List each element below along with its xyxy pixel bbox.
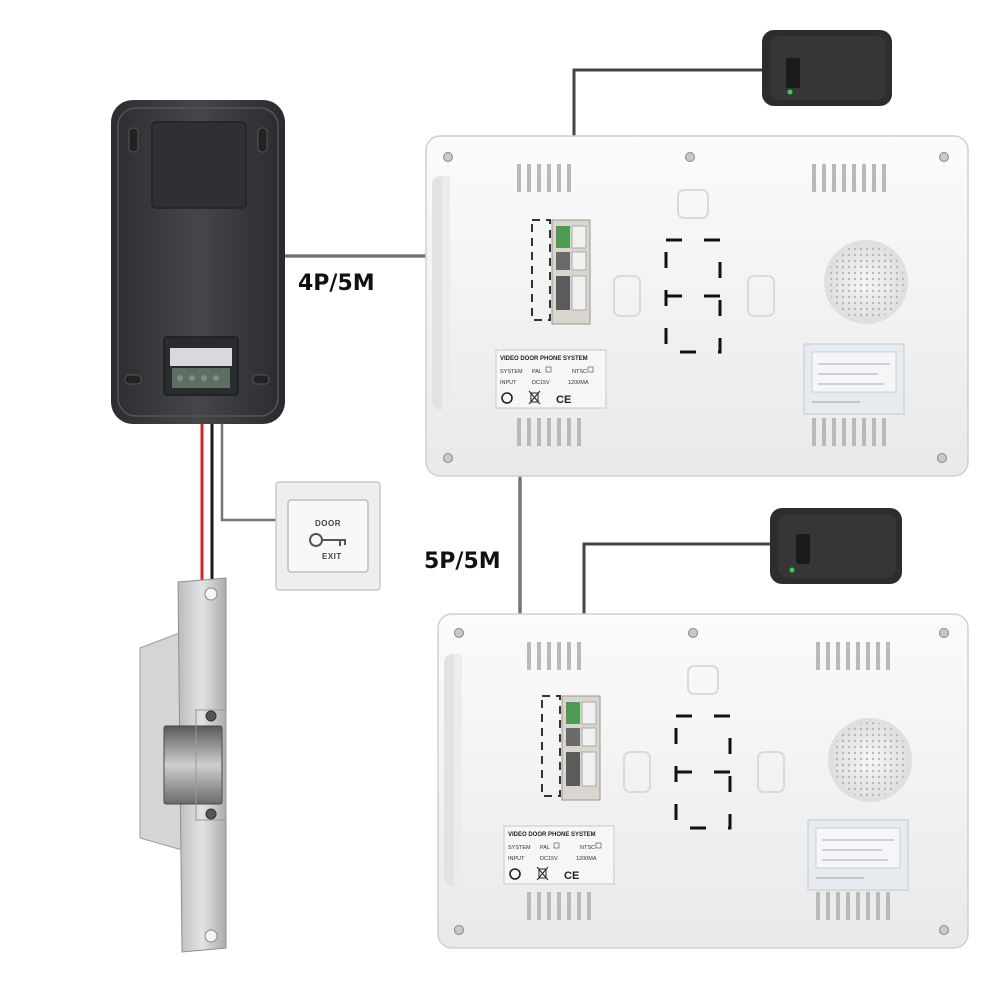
spec-label-title: VIDEO DOOR PHONE SYSTEM <box>508 832 596 838</box>
weee-bin-icon <box>536 866 549 881</box>
indoor-monitor-1: VIDEO DOOR PHONE SYSTEM SYSTEM PAL NTSC … <box>425 135 969 477</box>
monitor-1-info-label <box>803 343 905 415</box>
ce-mark: CE <box>556 394 571 406</box>
spec-label-current: 1200MA <box>568 380 589 386</box>
spec-label-input: INPUT <box>508 856 525 862</box>
electric-strike-lock <box>139 577 227 953</box>
spec-label-pal: PAL <box>540 845 550 851</box>
weee-bin-icon <box>528 390 541 405</box>
spec-label-pal: PAL <box>532 369 542 375</box>
key-icon <box>309 533 346 547</box>
indoor-monitor-2: VIDEO DOOR PHONE SYSTEM SYSTEM PAL NTSC … <box>437 613 969 949</box>
recycle-icon <box>501 392 513 404</box>
monitor-2-terminal-block <box>561 695 601 801</box>
recycle-icon <box>509 868 521 880</box>
monitor-2-info-label <box>807 819 909 891</box>
power-led-icon <box>787 89 793 95</box>
spec-label-voltage: DC15V <box>532 380 550 386</box>
spec-label-ntsc: NTSC <box>580 845 595 851</box>
spec-label-input: INPUT <box>500 380 517 386</box>
power-adapter-bottom <box>770 508 902 584</box>
power-led-icon <box>789 567 795 573</box>
monitor-1-spec-label: VIDEO DOOR PHONE SYSTEM SYSTEM PAL NTSC … <box>495 349 607 409</box>
exit-button-label-exit: EXIT <box>322 552 342 561</box>
door-exit-button: DOOR EXIT <box>275 481 381 591</box>
spec-label-voltage: DC15V <box>540 856 558 862</box>
spec-label-system: SYSTEM <box>508 845 531 851</box>
spec-label-system: SYSTEM <box>500 369 523 375</box>
spec-label-title: VIDEO DOOR PHONE SYSTEM <box>500 356 588 362</box>
exit-button-label-door: DOOR <box>315 519 341 528</box>
outdoor-camera-unit <box>111 100 285 424</box>
cable-label-4p-5m: 4P/5M <box>298 271 375 296</box>
spec-label-current: 1200MA <box>576 856 597 862</box>
monitor-2-spec-label: VIDEO DOOR PHONE SYSTEM SYSTEM PAL NTSC … <box>503 825 615 885</box>
spec-label-ntsc: NTSC <box>572 369 587 375</box>
ce-mark: CE <box>564 870 579 882</box>
power-adapter-top <box>762 30 892 106</box>
monitor-1-terminal-block <box>551 219 591 325</box>
cable-label-5p-5m: 5P/5M <box>424 549 501 574</box>
